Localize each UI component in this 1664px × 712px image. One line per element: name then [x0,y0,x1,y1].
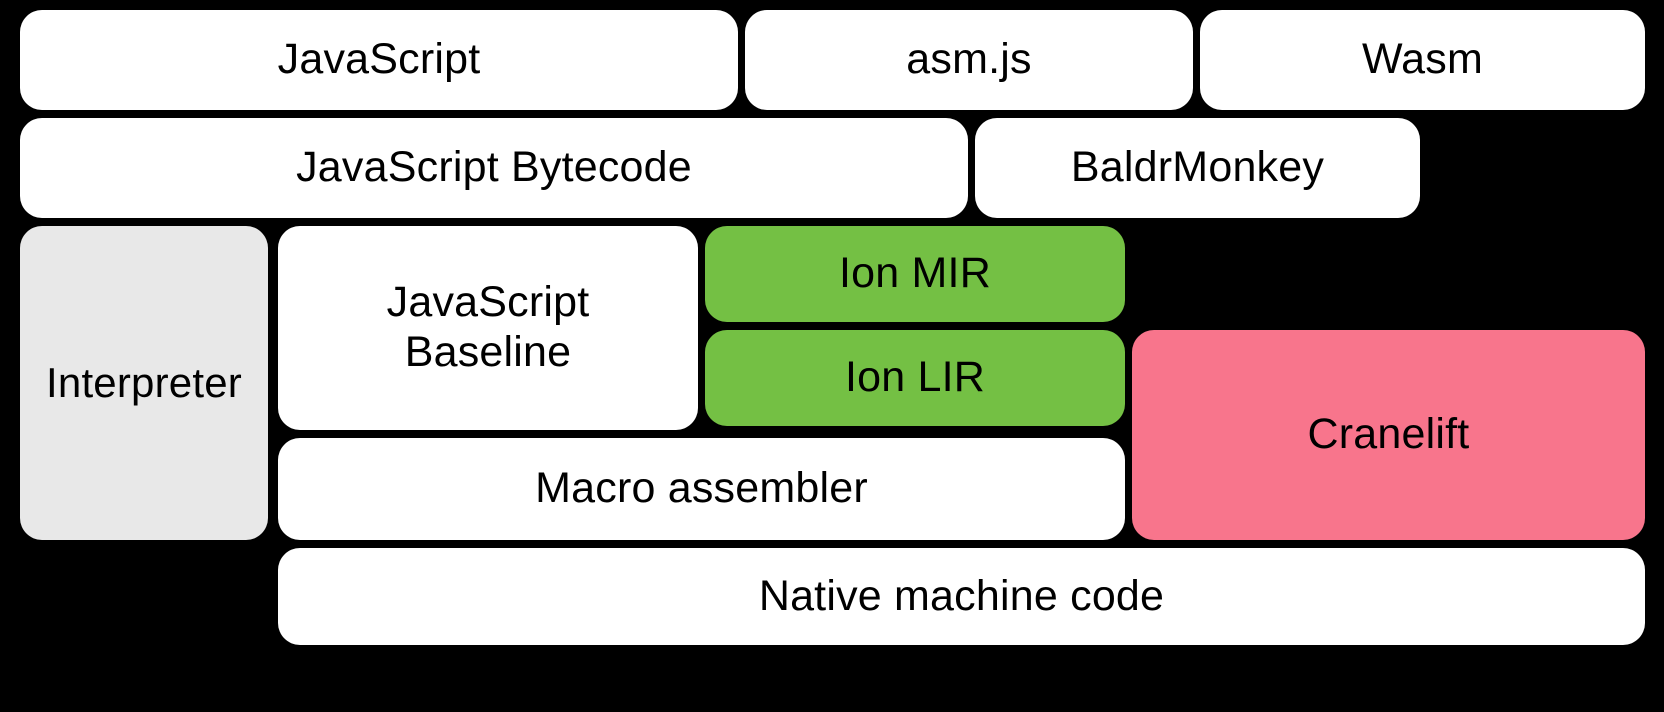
node-cranelift: Cranelift [1132,330,1645,540]
node-javascript-bytecode: JavaScript Bytecode [20,118,968,218]
node-ion-lir: Ion LIR [705,330,1125,426]
node-wasm: Wasm [1200,10,1645,110]
node-native-machine-code: Native machine code [278,548,1645,645]
node-macro-assembler: Macro assembler [278,438,1125,540]
node-ion-mir: Ion MIR [705,226,1125,322]
node-javascript-baseline: JavaScript Baseline [278,226,698,430]
node-asm-js: asm.js [745,10,1193,110]
node-interpreter: Interpreter [20,226,268,540]
node-javascript: JavaScript [20,10,738,110]
node-baldrmonkey: BaldrMonkey [975,118,1420,218]
